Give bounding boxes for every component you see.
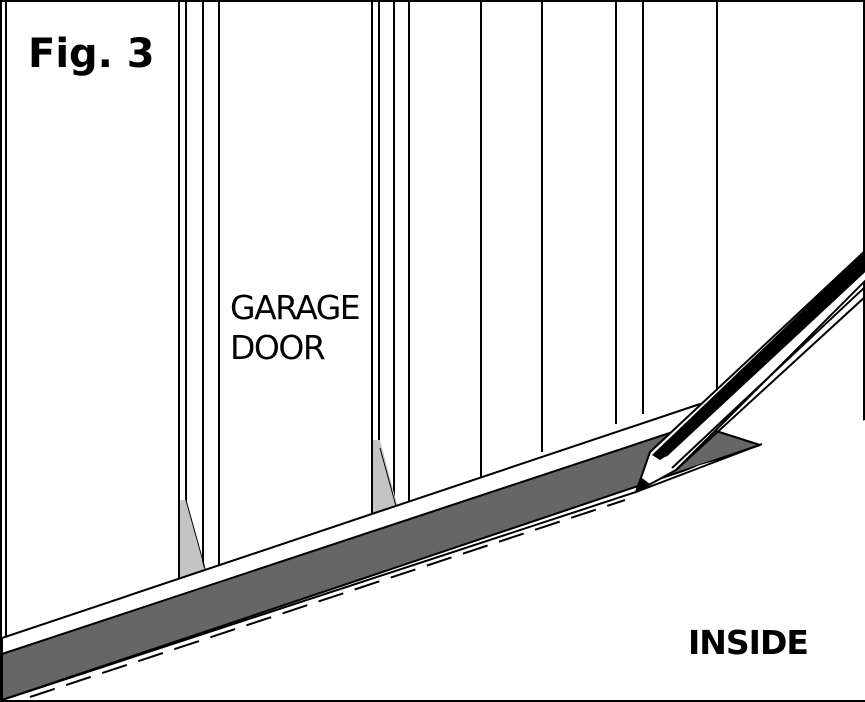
marking-line <box>29 499 626 698</box>
garage-door-label-line-2: DOOR <box>230 328 326 367</box>
inside-label: INSIDE <box>688 623 809 662</box>
figure-title: Fig. 3 <box>28 31 155 77</box>
groove-shadow-left <box>180 500 205 580</box>
marker-pencil <box>635 249 865 493</box>
garage-door-label-line-1: GARAGE <box>230 288 361 327</box>
groove-shadow-middle <box>373 440 398 515</box>
door-panel-lines <box>5 0 718 640</box>
garage-door-label: GARAGE DOOR <box>230 288 361 368</box>
